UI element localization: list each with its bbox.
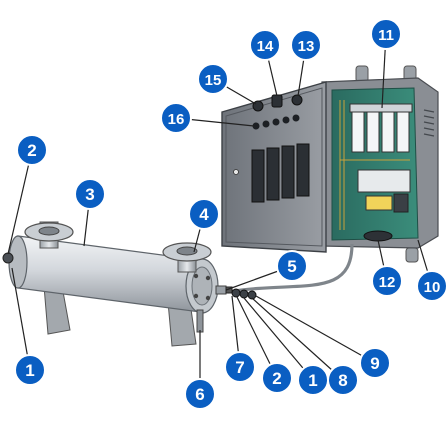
callout-circle [16, 134, 48, 166]
ballast-modules [349, 103, 413, 153]
callout-c9: 9 [359, 347, 391, 379]
mounting-tab [405, 247, 419, 263]
drain-valve [196, 309, 204, 333]
terminal-block [357, 169, 411, 193]
leader-line-c2a [7, 149, 33, 255]
callout-circle [184, 378, 216, 410]
callout-number: 2 [27, 141, 36, 160]
callout-circle [188, 198, 220, 230]
callout-number: 1 [308, 371, 317, 390]
inlet-flange [24, 221, 74, 249]
callout-circle [371, 265, 403, 297]
callout-circle [249, 29, 281, 61]
callout-c12: 12 [371, 265, 403, 297]
callout-number: 8 [338, 371, 347, 390]
callout-circle [224, 351, 256, 383]
end-fitting-left [2, 252, 14, 264]
power-cable [227, 243, 354, 294]
leader-line-c1a [11, 267, 31, 371]
callout-c7: 7 [224, 351, 256, 383]
uv-reactor-vessel [2, 221, 257, 347]
callout-circle [416, 270, 448, 302]
callout-c3: 3 [74, 178, 106, 210]
callout-c11: 11 [370, 18, 402, 50]
callout-c13: 13 [290, 29, 322, 61]
callout-number: 9 [370, 354, 379, 373]
callout-c4: 4 [188, 198, 220, 230]
callout-c6: 6 [184, 378, 216, 410]
callout-number: 4 [199, 205, 209, 224]
outlet-flange [162, 242, 212, 273]
callout-c5: 5 [276, 250, 308, 282]
callout-number: 7 [235, 358, 244, 377]
callout-number: 1 [25, 361, 34, 380]
door-indicators [252, 94, 303, 130]
callout-c1a: 1 [14, 354, 46, 386]
power-module [365, 195, 393, 211]
callout-c15: 15 [197, 63, 229, 95]
callout-c14: 14 [249, 29, 281, 61]
callout-circle [160, 102, 192, 134]
callout-number: 6 [195, 385, 204, 404]
control-cabinet [221, 65, 439, 263]
callout-circle [197, 63, 229, 95]
callout-c1b: 1 [297, 364, 329, 396]
callout-c2a: 2 [16, 134, 48, 166]
cabinet-wiring [339, 100, 410, 230]
callout-circle [14, 354, 46, 386]
callout-circle [74, 178, 106, 210]
callout-number: 11 [378, 27, 394, 44]
callout-circle [370, 18, 402, 50]
relay [393, 193, 409, 213]
callout-number: 13 [298, 38, 315, 55]
cabinet-side-vents [423, 109, 435, 137]
lamp-connector-fittings [215, 285, 257, 300]
callout-number: 12 [379, 274, 396, 291]
callout-number: 10 [424, 279, 441, 296]
callout-number: 2 [272, 369, 281, 388]
leader-line-c8 [251, 297, 344, 381]
door-inner-edge [225, 87, 323, 247]
leader-line-c1b [243, 297, 314, 381]
callout-circle [359, 347, 391, 379]
callout-c8: 8 [327, 364, 359, 396]
callout-circle [290, 29, 322, 61]
callout-number: 15 [205, 72, 222, 89]
door-ballast-windows [251, 143, 310, 203]
callout-number: 16 [168, 111, 185, 128]
callout-circle [261, 362, 293, 394]
callout-c16: 16 [160, 102, 192, 134]
cable-gland [363, 230, 393, 242]
callout-number: 3 [85, 185, 94, 204]
callout-c2b: 2 [261, 362, 293, 394]
callout-circle [327, 364, 359, 396]
callout-circle [276, 250, 308, 282]
door-latch [233, 169, 239, 175]
callout-c10: 10 [416, 270, 448, 302]
leader-line-c9 [255, 295, 376, 364]
callout-number: 14 [257, 38, 274, 55]
callout-number: 5 [287, 257, 296, 276]
